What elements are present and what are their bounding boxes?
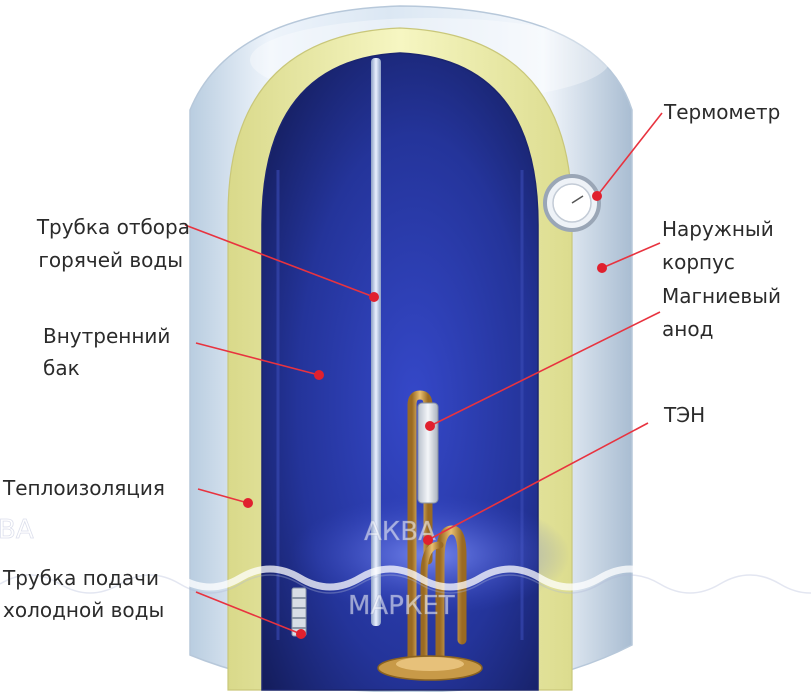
label-inner-tank-line1: Внутренний xyxy=(43,324,170,348)
dot-outer-case xyxy=(597,263,607,273)
watermark-fragment-left: ВА xyxy=(0,515,34,545)
label-outer-case-line1: Наружный xyxy=(662,217,774,241)
label-outer-case-line2: корпус xyxy=(662,250,735,274)
thermometer-gauge xyxy=(543,174,601,232)
dot-thermometer xyxy=(592,191,602,201)
hot-water-pipe xyxy=(371,58,381,626)
leader-heater xyxy=(427,422,649,541)
label-inner-tank-line2: бак xyxy=(43,356,80,380)
magnesium-anode xyxy=(417,402,439,504)
dot-anode xyxy=(425,421,435,431)
label-anode-line2: анод xyxy=(662,317,713,341)
leader-outer-case xyxy=(601,242,661,269)
dot-insulation xyxy=(243,498,253,508)
watermark-word-top: АКВА xyxy=(364,517,436,547)
dot-inner-tank xyxy=(314,370,324,380)
label-heater: ТЭН xyxy=(663,403,705,427)
label-hot-pipe-line1: Трубка отбора xyxy=(36,215,190,239)
leader-inner-tank xyxy=(195,342,320,376)
watermark-word-bottom: МАРКЕТ xyxy=(348,591,455,621)
label-insulation: Теплоизоляция xyxy=(2,476,165,500)
leader-hot-pipe xyxy=(184,224,375,298)
leader-insulation xyxy=(197,488,249,504)
marker-dots xyxy=(243,191,607,639)
label-anode-line1: Магниевый xyxy=(662,284,781,308)
label-hot-pipe-line2: горячей воды xyxy=(38,248,183,272)
leader-cold-pipe xyxy=(195,591,302,635)
dot-hot-pipe xyxy=(369,292,379,302)
leader-thermometer xyxy=(596,112,663,197)
leader-anode xyxy=(429,311,661,427)
heating-element xyxy=(377,390,483,681)
label-cold-pipe-line2: холодной воды xyxy=(3,598,164,622)
watermark-wave xyxy=(0,565,811,591)
leader-lines xyxy=(184,112,663,635)
label-thermometer: Термометр xyxy=(663,100,780,124)
dot-cold-pipe xyxy=(296,629,306,639)
dot-heater xyxy=(423,535,433,545)
cold-water-pipe xyxy=(291,587,307,637)
label-cold-pipe-line1: Трубка подачи xyxy=(2,566,159,590)
